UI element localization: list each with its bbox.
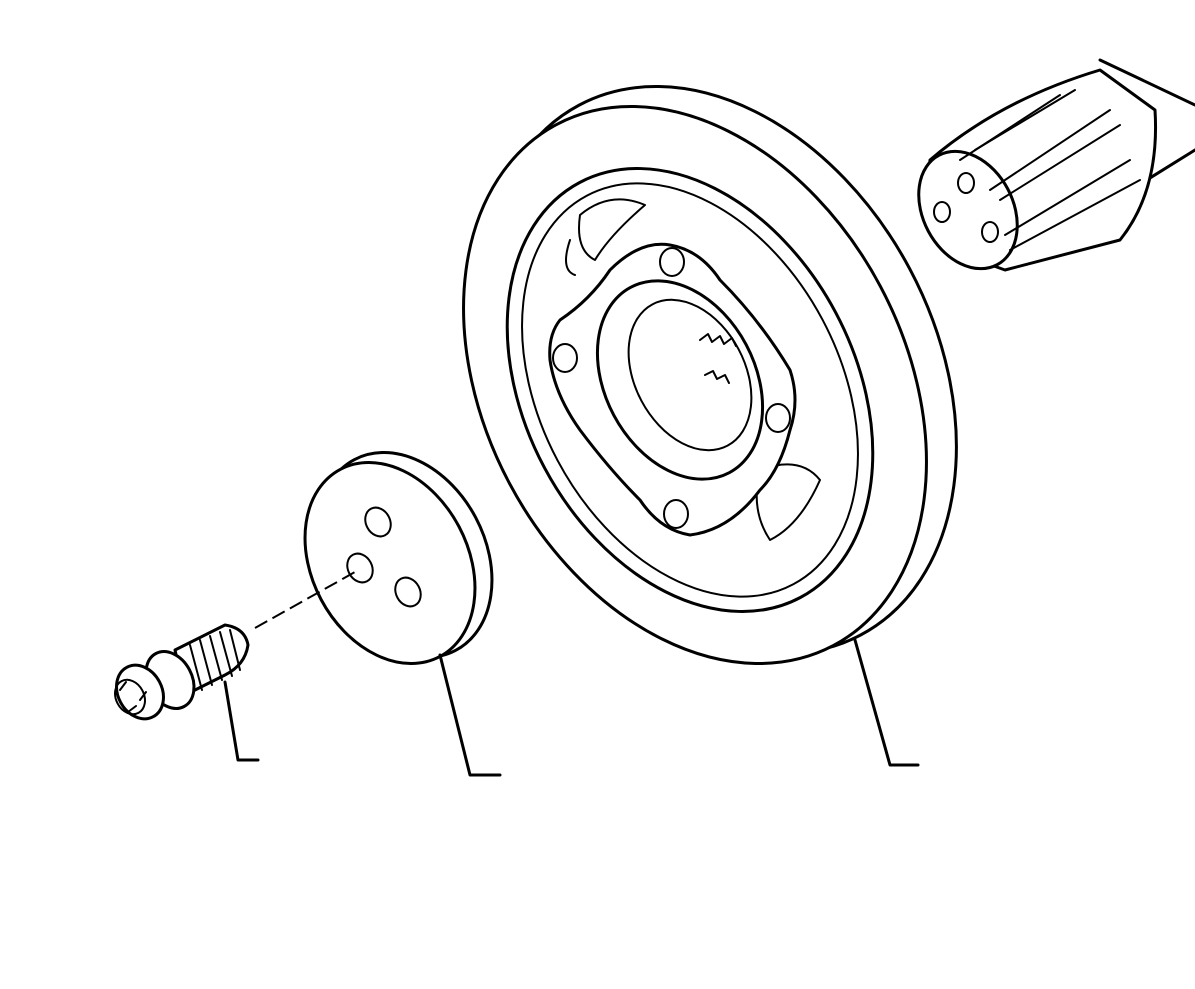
crankshaft-pulley: [462, 85, 958, 767]
washer-plate: [303, 451, 502, 777]
crankshaft-nose: [917, 58, 1195, 272]
flange-bolt: [114, 623, 260, 762]
